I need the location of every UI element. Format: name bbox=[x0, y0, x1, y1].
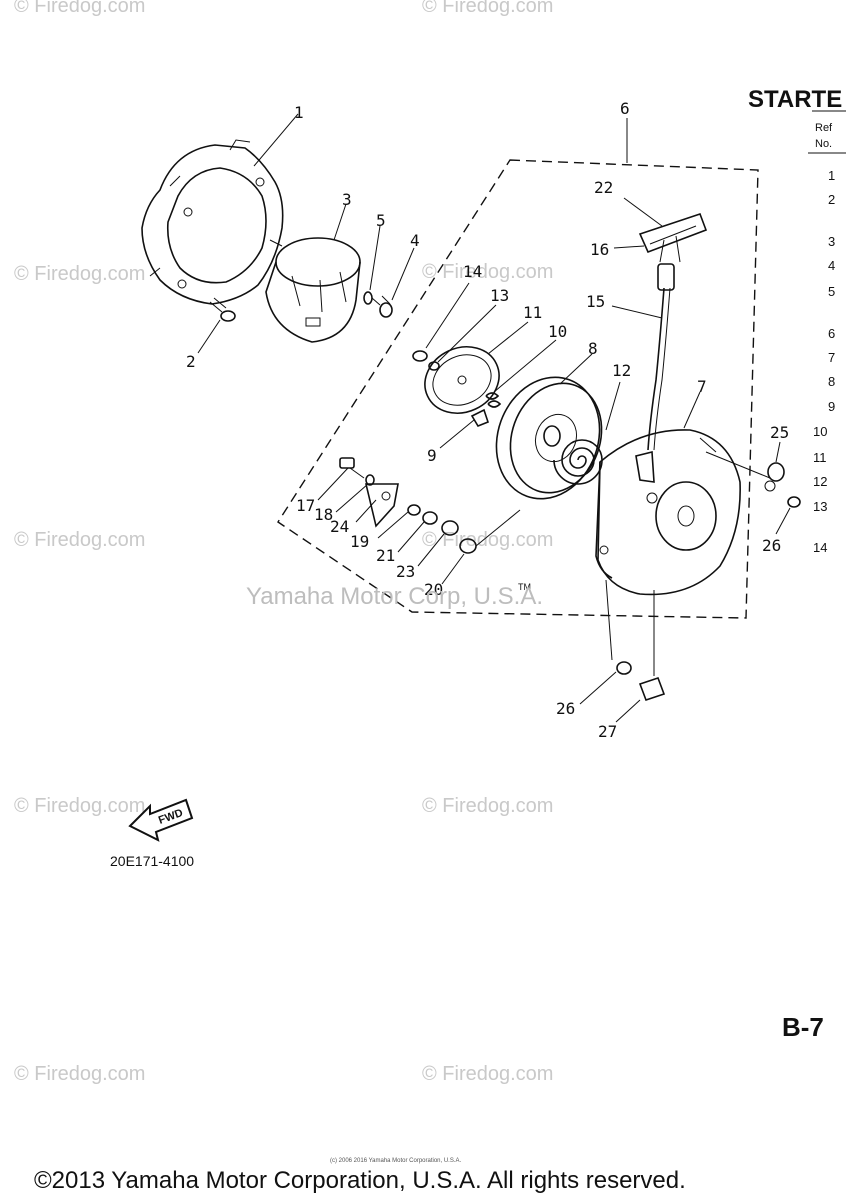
part-23-collar bbox=[441, 520, 459, 536]
table-header-no: No. bbox=[815, 138, 832, 150]
part-17-bolt bbox=[339, 457, 365, 479]
leader-lines bbox=[197, 113, 791, 723]
callout-8: 8 bbox=[588, 339, 598, 358]
part-11-plate bbox=[424, 346, 500, 414]
watermark-firedog: © Firedog.com bbox=[422, 1063, 553, 1085]
part-19-collar bbox=[407, 504, 421, 516]
table-ref-number: 3 bbox=[828, 234, 835, 249]
part-7-case bbox=[595, 429, 741, 596]
part-20-collar bbox=[459, 509, 521, 554]
callout-12: 12 bbox=[612, 361, 631, 380]
part-8-reel bbox=[495, 376, 603, 500]
part-10-spring bbox=[485, 392, 502, 408]
part-2-screw bbox=[209, 297, 236, 322]
callout-7: 7 bbox=[697, 377, 707, 396]
table-ref-number: 4 bbox=[828, 258, 835, 273]
callout-1: 1 bbox=[294, 103, 304, 122]
callout-2: 2 bbox=[186, 352, 196, 371]
table-ref-number: 5 bbox=[828, 284, 835, 299]
callout-10: 10 bbox=[548, 322, 567, 341]
part-21-collar bbox=[422, 511, 438, 525]
watermark-firedog: © Firedog.com bbox=[422, 0, 553, 17]
table-ref-number: 1 bbox=[828, 168, 835, 183]
callout-18: 18 bbox=[314, 505, 333, 524]
part-26-screw-bottom bbox=[605, 579, 632, 675]
callout-26-bottom: 26 bbox=[556, 699, 575, 718]
callout-24: 24 bbox=[330, 517, 349, 536]
tm-mark: TM bbox=[518, 582, 531, 592]
watermark-firedog: © Firedog.com bbox=[422, 261, 553, 283]
watermark-firedog: © Firedog.com bbox=[14, 795, 145, 817]
part-16-handle-insert bbox=[657, 263, 675, 291]
part-27-cap bbox=[638, 590, 666, 702]
callout-4: 4 bbox=[410, 231, 420, 250]
callout-22: 22 bbox=[594, 178, 613, 197]
callout-23: 23 bbox=[396, 562, 415, 581]
table-ref-number: 14 bbox=[813, 540, 827, 555]
callout-5: 5 bbox=[376, 211, 386, 230]
table-ref-number: 8 bbox=[828, 374, 835, 389]
part-4-bolt bbox=[371, 295, 393, 318]
callout-9: 9 bbox=[427, 446, 437, 465]
small-copyright: (c) 2006 2016 Yamaha Motor Corporation, … bbox=[330, 1158, 462, 1164]
part-24-bracket bbox=[364, 483, 399, 528]
overlay-watermark: Yamaha Motor Corp, U.S.A. bbox=[246, 583, 543, 610]
part-18-washer bbox=[365, 474, 375, 486]
part-26-screw-right bbox=[787, 496, 801, 508]
callout-15: 15 bbox=[586, 292, 605, 311]
footer-copyright: ©2013 Yamaha Motor Corporation, U.S.A. A… bbox=[34, 1167, 686, 1194]
table-ref-number: 11 bbox=[813, 450, 827, 465]
callout-17: 17 bbox=[296, 496, 315, 515]
watermark-layer: © Firedog.com © Firedog.com © Firedog.co… bbox=[14, 0, 553, 1085]
callout-25: 25 bbox=[770, 423, 789, 442]
callout-16: 16 bbox=[590, 240, 609, 259]
callout-13: 13 bbox=[490, 286, 509, 305]
callout-11: 11 bbox=[523, 303, 542, 322]
callout-6: 6 bbox=[620, 99, 630, 118]
diagram-title: STARTE bbox=[748, 86, 842, 113]
part-12-spring bbox=[553, 439, 603, 485]
table-header-ref: Ref bbox=[815, 122, 833, 134]
callout-14: 14 bbox=[463, 262, 482, 281]
part-3-pulley bbox=[265, 237, 361, 343]
callout-27: 27 bbox=[598, 722, 617, 741]
callout-3: 3 bbox=[342, 190, 352, 209]
callout-20: 20 bbox=[424, 580, 443, 599]
watermark-firedog: © Firedog.com bbox=[14, 0, 145, 17]
page-id: B-7 bbox=[782, 1012, 824, 1042]
part-14-nut bbox=[412, 350, 428, 362]
watermark-firedog: © Firedog.com bbox=[422, 795, 553, 817]
part-25-plug bbox=[764, 462, 785, 492]
table-ref-number: 13 bbox=[813, 499, 827, 514]
table-ref-number: 7 bbox=[828, 350, 835, 365]
table-ref-number: 9 bbox=[828, 399, 835, 414]
part-1-cover bbox=[141, 139, 284, 305]
part-9-pawl bbox=[470, 408, 489, 427]
table-ref-number: 2 bbox=[828, 192, 835, 207]
callout-26-right: 26 bbox=[762, 536, 781, 555]
part-code: 20E171-4100 bbox=[110, 853, 194, 869]
table-ref-number: 10 bbox=[813, 424, 827, 439]
watermark-firedog: © Firedog.com bbox=[14, 1063, 145, 1085]
part-5-washer bbox=[363, 291, 373, 305]
watermark-firedog: © Firedog.com bbox=[422, 529, 553, 551]
watermark-firedog: © Firedog.com bbox=[14, 529, 145, 551]
table-ref-number: 6 bbox=[828, 326, 835, 341]
callout-19: 19 bbox=[350, 532, 369, 551]
callout-labels: 6 1 2 3 5 4 14 13 11 10 8 9 12 7 22 16 1… bbox=[186, 99, 789, 741]
callout-21: 21 bbox=[376, 546, 395, 565]
watermark-firedog: © Firedog.com bbox=[14, 263, 145, 285]
part-22-grip bbox=[638, 212, 708, 263]
table-ref-number: 12 bbox=[813, 474, 827, 489]
part-15-rope bbox=[647, 287, 671, 451]
